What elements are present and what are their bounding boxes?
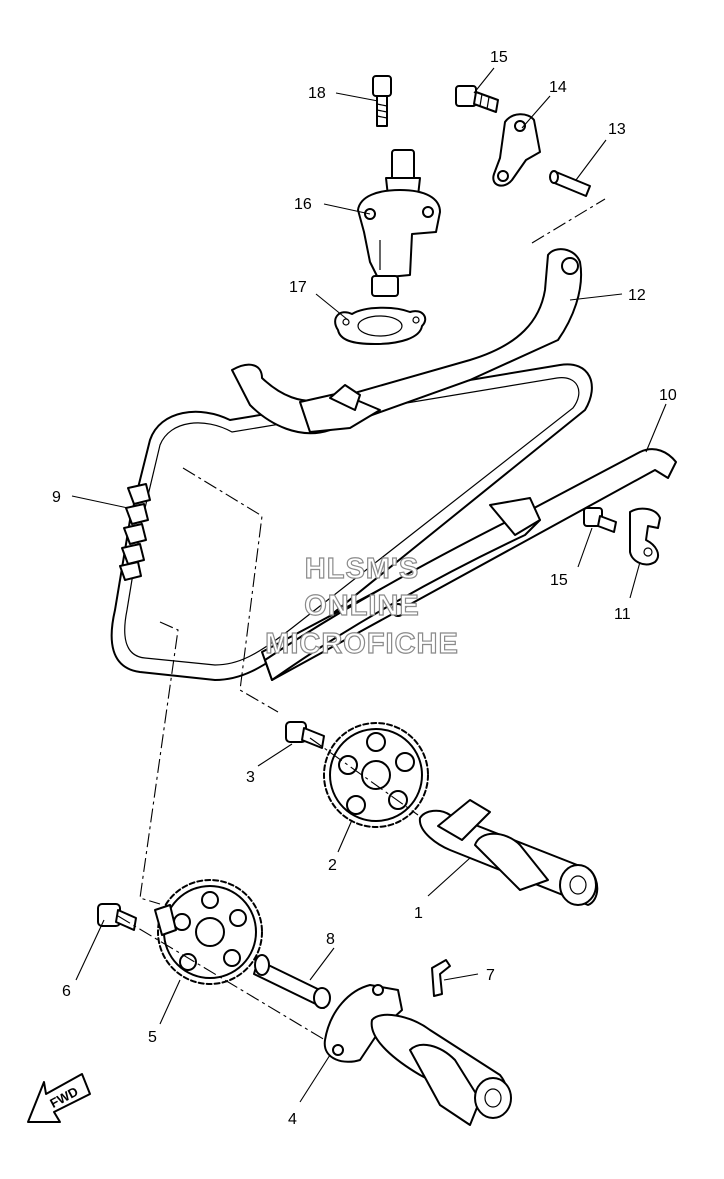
callout-18: 18 bbox=[308, 85, 326, 102]
tensioner-guide bbox=[231, 248, 582, 435]
callout-12: 12 bbox=[628, 287, 646, 304]
intake-camshaft bbox=[323, 984, 512, 1126]
callout-6: 6 bbox=[62, 983, 71, 1000]
decompressor-shaft bbox=[253, 954, 331, 1009]
watermark-line-3: MICROFICHE bbox=[265, 628, 459, 660]
tensioner-bolt bbox=[372, 75, 392, 127]
sprocket-bolt-exhaust bbox=[285, 721, 325, 749]
watermark-line-1: HLSM'S bbox=[305, 553, 419, 585]
reference-lines bbox=[117, 198, 606, 1041]
guide-stopper bbox=[629, 507, 661, 566]
exhaust-camshaft bbox=[418, 799, 599, 906]
watermark: HLSM'S ONLINE MICROFICHE bbox=[265, 552, 459, 660]
tensioner-gasket bbox=[334, 306, 427, 345]
sprocket-bolt-intake bbox=[97, 903, 137, 931]
callout-17: 17 bbox=[289, 279, 307, 296]
callout-3: 3 bbox=[246, 769, 255, 786]
callout-4: 4 bbox=[288, 1111, 297, 1128]
callout-9: 9 bbox=[52, 489, 61, 506]
watermark-line-2: ONLINE bbox=[304, 590, 420, 622]
callout-10: 10 bbox=[659, 387, 677, 404]
cam-chain bbox=[110, 363, 593, 681]
cam-chain-tensioner bbox=[357, 149, 441, 297]
callout-15-upper: 15 bbox=[490, 49, 508, 66]
callout-13: 13 bbox=[608, 121, 626, 138]
callout-16: 16 bbox=[294, 196, 312, 213]
callout-15-lower: 15 bbox=[550, 572, 568, 589]
callout-14: 14 bbox=[549, 79, 567, 96]
callout-2: 2 bbox=[328, 857, 337, 874]
callout-1: 1 bbox=[414, 905, 423, 922]
intake-cam-sprocket bbox=[154, 879, 263, 985]
guide-pin bbox=[549, 170, 591, 197]
forward-direction-arrow: FWD bbox=[27, 1073, 91, 1123]
callout-numbers: 18 15 14 13 16 17 12 10 9 15 11 3 2 1 8 … bbox=[52, 49, 677, 1128]
leader-lines bbox=[71, 67, 667, 1103]
callout-11: 11 bbox=[614, 606, 631, 623]
callout-5: 5 bbox=[148, 1029, 157, 1046]
chain-guide bbox=[261, 448, 677, 681]
exhaust-cam-sprocket bbox=[323, 722, 429, 828]
callout-7: 7 bbox=[486, 967, 495, 984]
callout-8: 8 bbox=[326, 931, 335, 948]
decompressor-pin bbox=[431, 959, 451, 997]
lower-bolt bbox=[583, 507, 617, 533]
upper-bolt bbox=[455, 85, 499, 113]
stopper-plate bbox=[492, 113, 541, 187]
chain-links-detail bbox=[119, 483, 151, 581]
